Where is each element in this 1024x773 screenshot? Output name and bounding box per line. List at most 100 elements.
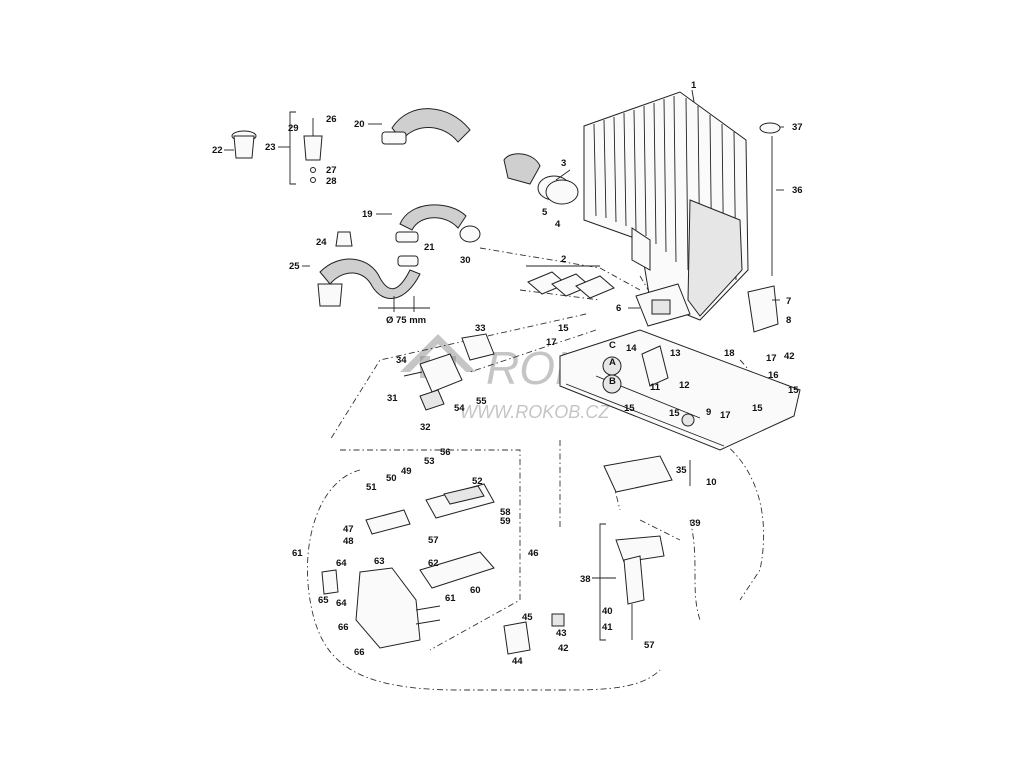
part-label: 52	[472, 476, 483, 487]
part-label: 15	[669, 408, 680, 419]
part-label: 32	[420, 422, 431, 433]
part-label: 27	[326, 165, 337, 176]
part-label: 7	[786, 296, 791, 307]
part-label: 66	[354, 647, 365, 658]
part-label: 44	[512, 656, 523, 667]
part-label: 65	[318, 595, 329, 606]
base-plate	[559, 329, 801, 451]
part-label: 61	[445, 593, 456, 604]
part-label: 41	[602, 622, 613, 633]
part-label: 19	[362, 209, 373, 220]
part-label: A	[609, 357, 616, 368]
part-label: 64	[336, 598, 347, 609]
part-label: 15	[752, 403, 763, 414]
part-label: 43	[556, 628, 567, 639]
clamp-30	[459, 225, 481, 243]
coil-44	[503, 613, 565, 655]
fan-unit-31	[403, 333, 495, 411]
part-label: 22	[212, 145, 223, 156]
part-label: 25	[289, 261, 300, 272]
bracket-64	[321, 569, 339, 595]
part-label: 35	[676, 465, 687, 476]
part-label: 42	[558, 643, 569, 654]
part-label: 18	[724, 348, 735, 359]
heat-exchanger	[583, 89, 749, 321]
gasket-set	[526, 265, 615, 299]
part-label: 49	[401, 466, 412, 477]
exhaust-hose-25	[317, 204, 467, 312]
part-label: 60	[470, 585, 481, 596]
chimney-cap-22	[231, 130, 257, 159]
part-label: 23	[265, 142, 276, 153]
part-label: 26	[326, 114, 337, 125]
relay-47	[365, 509, 411, 535]
part-label: 4	[555, 219, 561, 230]
housing-63	[355, 567, 441, 649]
cowl-23	[289, 111, 323, 185]
part-label: 39	[690, 518, 701, 529]
part-label: 56	[440, 447, 451, 458]
part-label: 55	[476, 396, 487, 407]
part-label: 28	[326, 176, 337, 187]
part-label: 21	[424, 242, 435, 253]
part-label: 10	[706, 477, 717, 488]
part-label: 46	[528, 548, 539, 559]
part-label: 66	[338, 622, 349, 633]
part-label: 61	[292, 548, 303, 559]
part-label: 36	[792, 185, 803, 196]
part-label: 11	[650, 382, 661, 393]
gas-valve-38	[599, 523, 665, 641]
part-label: 45	[522, 612, 533, 623]
part-label: 24	[316, 237, 327, 248]
part-labels: 1 2 3 4 5 6 7 8 9 10 11 12 13 14 15 15 1…	[212, 80, 803, 667]
part-label: 42	[784, 351, 795, 362]
part-label: 31	[387, 393, 398, 404]
tray-62	[419, 551, 495, 589]
part-label: 15	[788, 385, 799, 396]
part-label: 54	[454, 403, 465, 414]
part-label: 1	[691, 80, 697, 91]
part-label: 57	[428, 535, 439, 546]
part-label: 12	[679, 380, 690, 391]
part-label: 62	[428, 558, 439, 569]
part-label: 37	[792, 122, 803, 133]
part-label: C	[609, 340, 616, 351]
part-label: 33	[475, 323, 486, 334]
part-label: 15	[558, 323, 569, 334]
part-label: 30	[460, 255, 471, 266]
part-label: 20	[354, 119, 365, 130]
part-label: 17	[546, 337, 557, 348]
part-label: 6	[616, 303, 621, 314]
part-label: 50	[386, 473, 397, 484]
burner-35	[603, 455, 691, 493]
watermark-url: WWW.ROKOB.CZ	[460, 402, 610, 422]
part-label: B	[609, 376, 616, 387]
part-label: 63	[374, 556, 385, 567]
exhaust-hose-20	[381, 108, 471, 145]
part-label: 17	[766, 353, 777, 364]
leader-lines	[224, 123, 784, 579]
part-label: 53	[424, 456, 435, 467]
part-label: 40	[602, 606, 613, 617]
rod-36	[759, 122, 781, 276]
part-label: 59	[500, 516, 511, 527]
part-label: 3	[561, 158, 566, 169]
dimension-label: Ø 75 mm	[386, 315, 426, 326]
part-label: 8	[786, 315, 791, 326]
part-label: 64	[336, 558, 347, 569]
part-label: 13	[670, 348, 681, 359]
part-label: 14	[626, 343, 637, 354]
clip-24	[335, 231, 353, 247]
part-label: 5	[542, 207, 548, 218]
part-label: 47	[343, 524, 354, 535]
part-label: 16	[768, 370, 779, 381]
part-label: 57	[644, 640, 655, 651]
flue-flange	[635, 283, 691, 327]
part-label: 58	[500, 507, 511, 518]
part-label: 9	[706, 407, 711, 418]
control-board-52	[425, 483, 495, 519]
part-label: 2	[561, 254, 566, 265]
part-label: 48	[343, 536, 354, 547]
